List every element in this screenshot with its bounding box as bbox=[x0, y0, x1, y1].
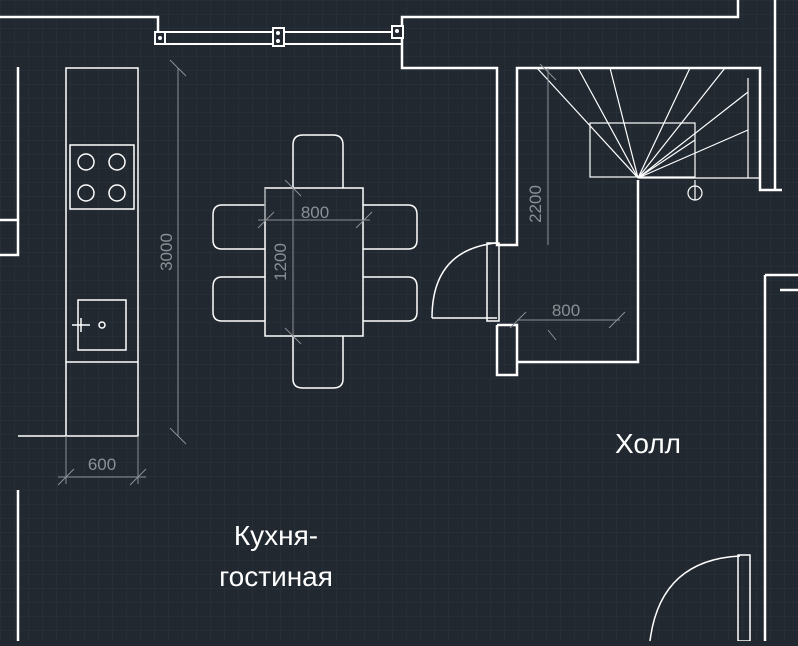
wall-left-stub bbox=[0, 218, 20, 257]
stove-icon bbox=[69, 144, 135, 210]
dim-stair-width: 800 bbox=[552, 301, 580, 320]
dim-counter-depth: 600 bbox=[88, 455, 116, 474]
wall-stair-bottom bbox=[517, 180, 640, 364]
chairs bbox=[212, 134, 418, 389]
wall-stair-box bbox=[495, 323, 519, 377]
room-label-kitchen-line1: Кухня- bbox=[234, 520, 318, 551]
sink-icon bbox=[72, 299, 127, 351]
wall-hall-upper bbox=[400, 38, 782, 247]
dim-table-width: 800 bbox=[301, 203, 329, 222]
kitchen-counter bbox=[18, 67, 139, 437]
dimension-lines bbox=[57, 59, 626, 486]
room-label-kitchen-line2: гостиная bbox=[219, 561, 333, 592]
window bbox=[154, 25, 404, 47]
dim-kitchen-length: 3000 bbox=[157, 233, 176, 271]
room-label-hall: Холл bbox=[615, 428, 681, 459]
dim-table-length: 1200 bbox=[271, 243, 290, 281]
staircase bbox=[536, 67, 760, 201]
doors bbox=[431, 242, 751, 642]
dining-table bbox=[264, 187, 364, 337]
dim-stair-length: 2200 bbox=[526, 185, 545, 223]
